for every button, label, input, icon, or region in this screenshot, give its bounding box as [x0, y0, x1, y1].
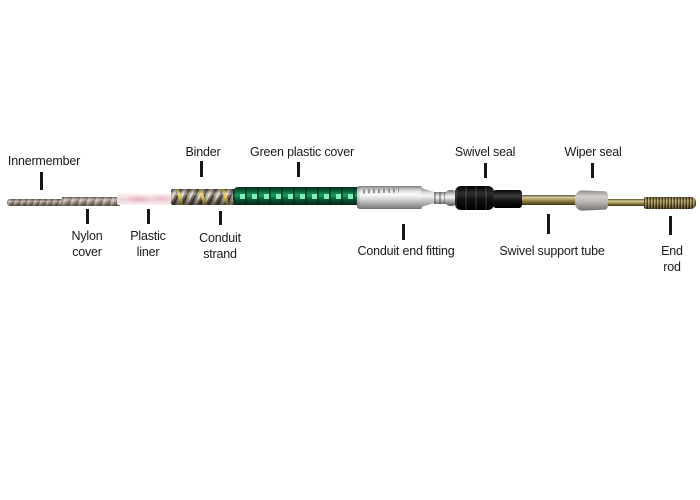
- label-innermember: Innermember: [7, 154, 81, 168]
- label-nylon-cover: Nylon cover: [71, 229, 103, 259]
- plastic-liner-part: [117, 193, 178, 205]
- green-plastic-cover-part: [233, 187, 362, 205]
- innermember-part: [7, 199, 65, 206]
- leader-line-innermember: [40, 172, 43, 190]
- leader-line-swivel-seal: [484, 163, 487, 178]
- label-conduit-end-fitting: Conduit end fitting: [357, 244, 455, 258]
- leader-line-binder: [200, 161, 203, 177]
- label-conduit-strand: Conduit strand: [199, 231, 241, 261]
- rod-shaft-part: [606, 199, 648, 206]
- nylon-cover-part: [62, 197, 120, 206]
- leader-line-wiper-seal: [591, 163, 594, 178]
- label-wiper-seal: Wiper seal: [564, 145, 622, 159]
- label-plastic-liner: Plastic liner: [130, 229, 166, 259]
- wiper-seal-part: [575, 190, 608, 211]
- leader-line-nylon-cover: [86, 209, 89, 224]
- end-rod-part: [644, 197, 696, 209]
- label-green-plastic-cover: Green plastic cover: [250, 145, 354, 159]
- leader-line-swivel-support-tube: [547, 214, 550, 234]
- conduit-end-fitting-ridge: [445, 190, 457, 206]
- conduit-end-fitting-body: [357, 186, 422, 209]
- label-swivel-seal: Swivel seal: [454, 145, 516, 159]
- leader-line-conduit-end-fitting: [402, 224, 405, 240]
- conduit-end-fitting-neck: [434, 192, 447, 204]
- label-swivel-support-tube: Swivel support tube: [499, 244, 605, 258]
- leader-line-end-rod: [669, 216, 672, 235]
- label-binder: Binder: [185, 145, 221, 159]
- label-end-rod: End rod: [661, 244, 683, 274]
- swivel-seal-narrow-part: [493, 190, 522, 208]
- leader-line-green-plastic-cover: [297, 162, 300, 177]
- swivel-support-tube-part: [518, 195, 580, 205]
- conduit-end-fitting-taper: [421, 188, 435, 207]
- leader-line-plastic-liner: [147, 209, 150, 224]
- leader-line-conduit-strand: [219, 211, 222, 225]
- swivel-seal-part: [455, 186, 494, 210]
- conduit-strand-part: [171, 189, 244, 205]
